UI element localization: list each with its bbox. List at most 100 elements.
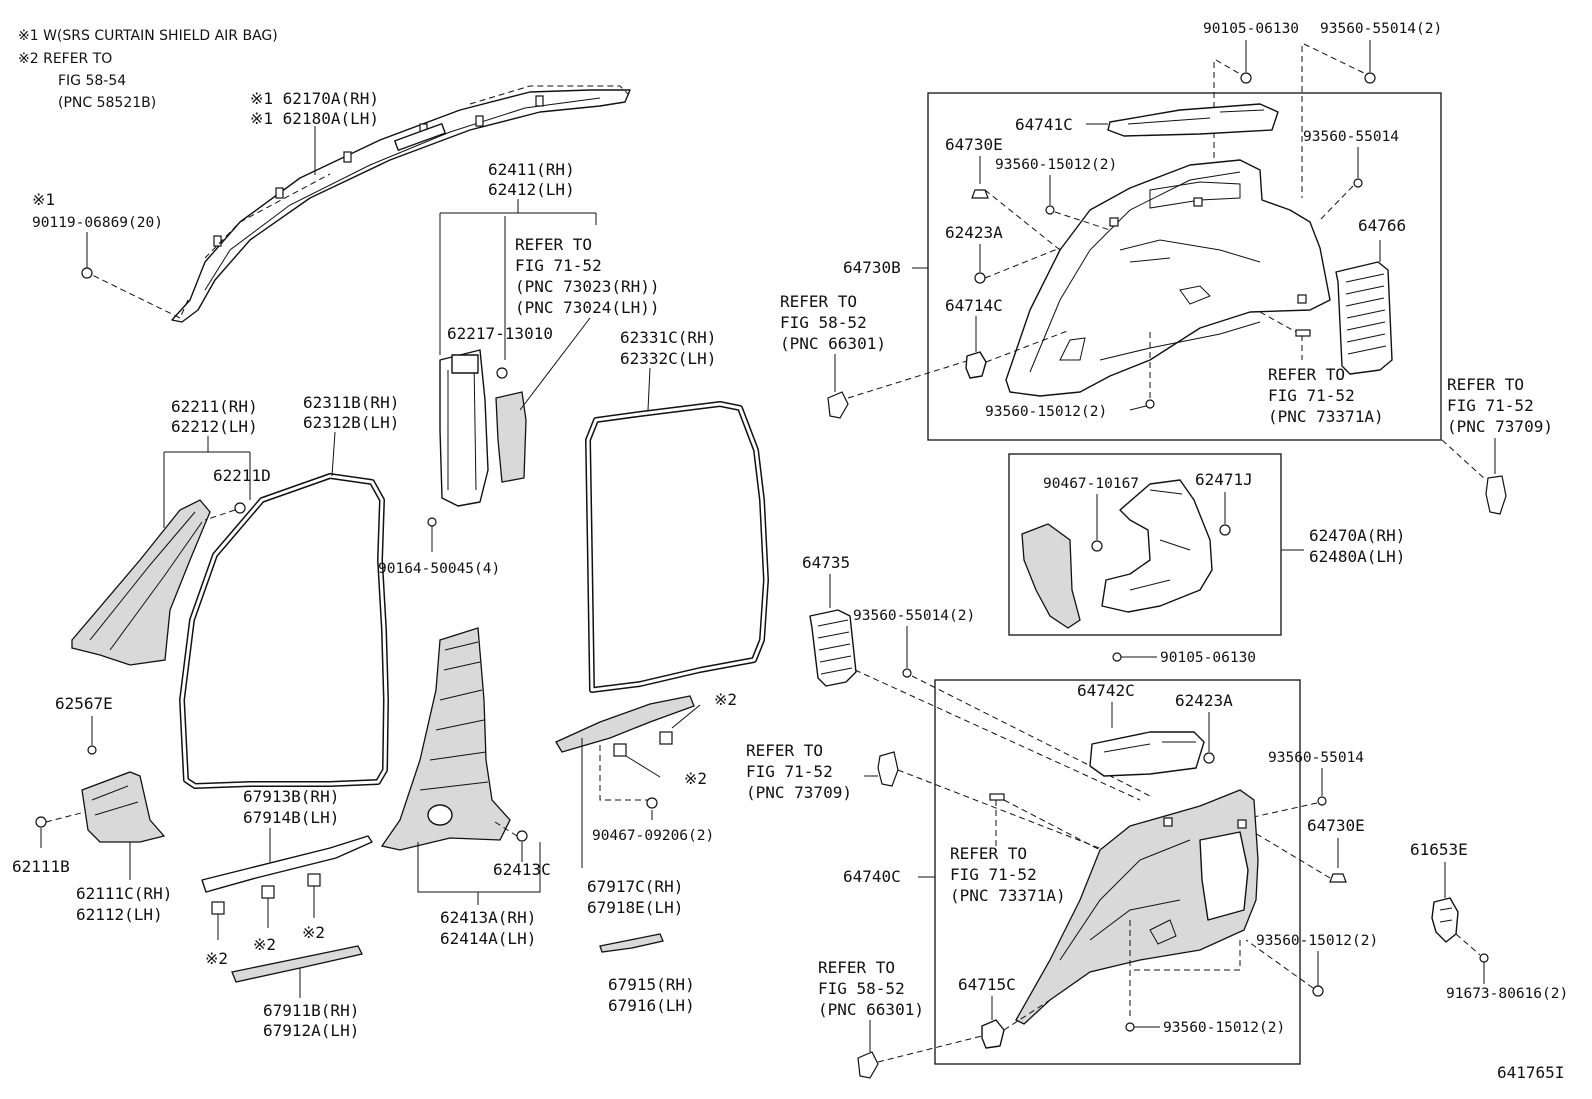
label-62180A: ※1 62180A(LH) bbox=[250, 109, 379, 128]
lower-anchor-hook-icon bbox=[857, 1051, 879, 1079]
label-67918E: 67918E(LH) bbox=[587, 898, 683, 917]
label-62112: 62112(LH) bbox=[76, 905, 163, 924]
label-93560-55014-bot: 93560-55014 bbox=[1268, 750, 1364, 766]
cargo-hook-icon bbox=[1485, 475, 1507, 515]
label-93560-15012-2-d: 93560-15012(2) bbox=[1163, 1020, 1285, 1036]
label-93560-55014-2-mid: 93560-55014(2) bbox=[853, 608, 975, 624]
label-64714C: 64714C bbox=[945, 296, 1003, 315]
cowl-side-trim bbox=[81, 771, 166, 843]
note-1: ※1 W(SRS CURTAIN SHIELD AIR BAG) bbox=[18, 28, 278, 44]
refer-fig-71-52-a-line2: FIG 71-52 bbox=[515, 256, 602, 275]
label-91673: 91673-80616(2) bbox=[1446, 986, 1568, 1002]
label-62312B: 62312B(LH) bbox=[303, 413, 399, 432]
figure-code: 641765I bbox=[1497, 1063, 1564, 1082]
label-62411: 62411(RH) bbox=[488, 160, 575, 179]
center-pillar-upper-garnish bbox=[439, 349, 489, 507]
front-door-scuff-plate bbox=[201, 835, 373, 893]
label-93560-15012-2-a: 93560-15012(2) bbox=[995, 157, 1117, 173]
front-door-scuff-cover bbox=[231, 945, 363, 983]
label-62217: 62217-13010 bbox=[447, 324, 553, 343]
label-90119: 90119-06869(20) bbox=[32, 215, 163, 231]
label-67914B: 67914B(LH) bbox=[243, 808, 339, 827]
center-pillar-upper-cover bbox=[495, 391, 527, 483]
label-62413C: 62413C bbox=[493, 860, 551, 879]
label-62471J: 62471J bbox=[1195, 470, 1253, 489]
refer-fig-71-52-c-line2: FIG 71-52 bbox=[1447, 396, 1534, 415]
mark-1: ※1 bbox=[32, 190, 55, 209]
refer-fig-71-52-b-line2: FIG 71-52 bbox=[1268, 386, 1355, 405]
label-90467-10167: 90467-10167 bbox=[1043, 476, 1139, 492]
label-64766: 64766 bbox=[1358, 216, 1406, 235]
front-door-weatherstrip bbox=[179, 473, 389, 789]
rear-door-scuff-cover bbox=[599, 933, 664, 953]
label-67916: 67916(LH) bbox=[608, 996, 695, 1015]
mark-2-e: ※2 bbox=[684, 769, 707, 788]
refer-fig-71-52-b-line1: REFER TO bbox=[1268, 365, 1345, 384]
label-62480A: 62480A(LH) bbox=[1309, 547, 1405, 566]
label-64741C: 64741C bbox=[1015, 115, 1073, 134]
center-pillar-lower-garnish bbox=[380, 627, 511, 851]
lower-cup-holder bbox=[1089, 731, 1205, 777]
refer-fig-71-52-d-line2: FIG 71-52 bbox=[746, 762, 833, 781]
label-62470A: 62470A(RH) bbox=[1309, 526, 1405, 545]
refer-fig-58-52-b-line3: (PNC 66301) bbox=[818, 1000, 924, 1019]
note-2-line3: (PNC 58521B) bbox=[58, 95, 156, 111]
lower-hook-cover bbox=[981, 1019, 1005, 1049]
refer-fig-71-52-d-line1: REFER TO bbox=[746, 741, 823, 760]
label-64735: 64735 bbox=[802, 553, 850, 572]
label-93560-55014-2-top: 93560-55014(2) bbox=[1320, 21, 1442, 37]
label-90467-09206: 90467-09206(2) bbox=[592, 828, 714, 844]
quarter-vent-grille bbox=[1335, 261, 1393, 375]
lower-cargo-hook-icon bbox=[877, 751, 899, 787]
refer-fig-71-52-b-line3: (PNC 73371A) bbox=[1268, 407, 1384, 426]
label-62331C: 62331C(RH) bbox=[620, 328, 716, 347]
label-62211D: 62211D bbox=[213, 466, 271, 485]
label-62414A: 62414A(LH) bbox=[440, 929, 536, 948]
refer-fig-71-52-e-line2: FIG 71-52 bbox=[950, 865, 1037, 884]
label-62311B: 62311B(RH) bbox=[303, 393, 399, 412]
label-62111B: 62111B bbox=[12, 857, 70, 876]
label-62423A-bot: 62423A bbox=[1175, 691, 1233, 710]
front-pillar-garnish bbox=[71, 499, 211, 666]
label-64742C: 64742C bbox=[1077, 681, 1135, 700]
mark-2-b: ※2 bbox=[253, 935, 276, 954]
refer-fig-58-52-a-line1: REFER TO bbox=[780, 292, 857, 311]
refer-fig-71-52-e-line3: (PNC 73371A) bbox=[950, 886, 1066, 905]
refer-fig-71-52-a-line1: REFER TO bbox=[515, 235, 592, 254]
refer-fig-71-52-c-line3: (PNC 73709) bbox=[1447, 417, 1553, 436]
lower-quarter-trim bbox=[1015, 789, 1259, 1025]
label-93560-15012-2-b: 93560-15012(2) bbox=[985, 404, 1107, 420]
note-2-line2: FIG 58-54 bbox=[58, 73, 126, 89]
label-90105-mid: 90105-06130 bbox=[1160, 650, 1256, 666]
mark-2-c: ※2 bbox=[302, 923, 325, 942]
refer-fig-71-52-a-line4: (PNC 73024(LH)) bbox=[515, 298, 660, 317]
upper-quarter-trim bbox=[1005, 159, 1331, 397]
refer-fig-58-52-a-line2: FIG 58-52 bbox=[780, 313, 867, 332]
rear-door-scuff-plate bbox=[555, 695, 695, 753]
label-64730E-bot: 64730E bbox=[1307, 816, 1365, 835]
label-64730B: 64730B bbox=[843, 258, 901, 277]
label-62412: 62412(LH) bbox=[488, 180, 575, 199]
refer-fig-58-52-a-line3: (PNC 66301) bbox=[780, 334, 886, 353]
refer-fig-71-52-a-line3: (PNC 73023(RH)) bbox=[515, 277, 660, 296]
mark-2-a: ※2 bbox=[205, 949, 228, 968]
box-64740C bbox=[934, 679, 1301, 1065]
deck-side-trim bbox=[1021, 479, 1213, 629]
box-64730B bbox=[927, 92, 1442, 441]
refer-fig-58-52-b-line1: REFER TO bbox=[818, 958, 895, 977]
label-61653E: 61653E bbox=[1410, 840, 1468, 859]
rear-door-weatherstrip bbox=[585, 401, 769, 693]
mark-2-d: ※2 bbox=[714, 690, 737, 709]
label-67912A: 67912A(LH) bbox=[263, 1021, 359, 1040]
label-64715C: 64715C bbox=[958, 975, 1016, 994]
label-67915: 67915(RH) bbox=[608, 975, 695, 994]
quarter-vent-duct bbox=[809, 609, 857, 687]
label-62423A-top: 62423A bbox=[945, 223, 1003, 242]
label-62170A: ※1 62170A(RH) bbox=[250, 89, 379, 108]
label-90105-top: 90105-06130 bbox=[1203, 21, 1299, 37]
refer-fig-71-52-e-line1: REFER TO bbox=[950, 844, 1027, 863]
tie-down-hook-cover bbox=[965, 351, 987, 379]
bolt-icon bbox=[81, 267, 93, 279]
label-62211: 62211(RH) bbox=[171, 397, 258, 416]
